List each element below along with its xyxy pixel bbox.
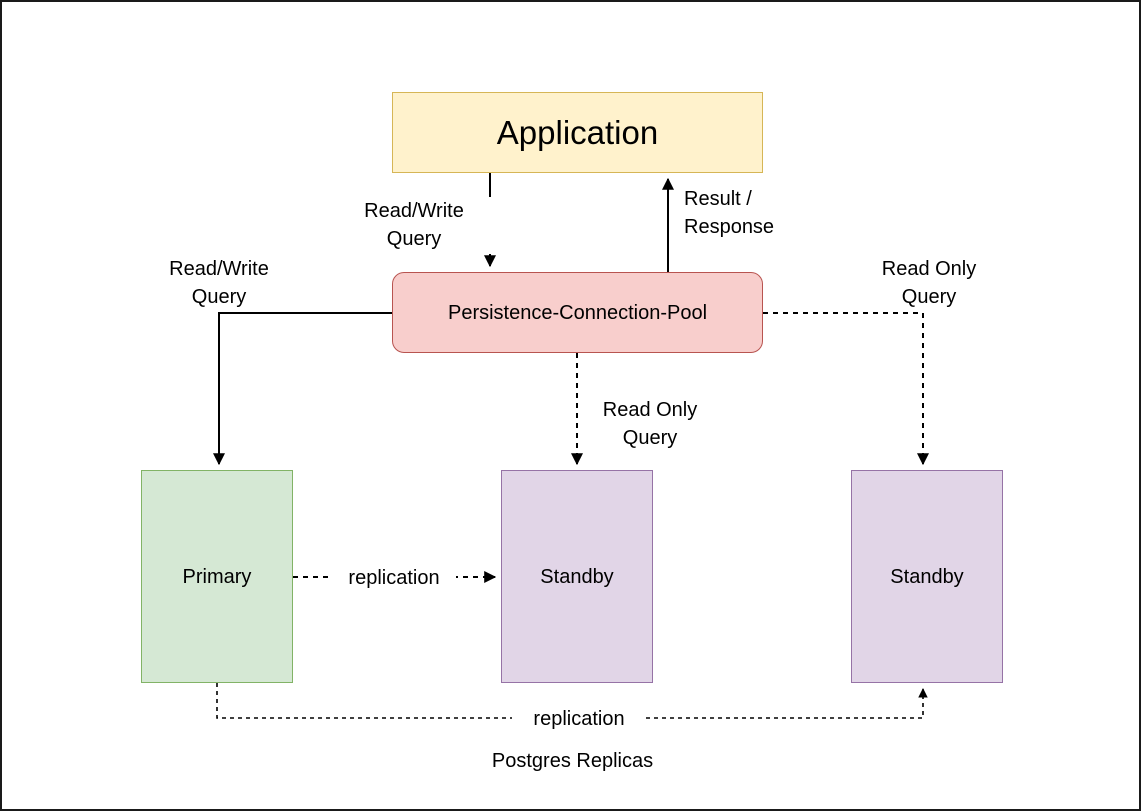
- edge-label-pool-to-primary: Read/Write Query: [132, 255, 306, 312]
- edge-label-pool-to-standby-mid: Read Only Query: [580, 396, 720, 453]
- connector-pool-to-primary: [213, 312, 392, 466]
- edge-label-pool-to-standby-right: Read Only Query: [842, 255, 1016, 312]
- node-pool-label: Persistence-Connection-Pool: [447, 301, 708, 324]
- node-standby-middle[interactable]: Standby: [501, 470, 653, 683]
- node-application-label: Application: [496, 113, 659, 151]
- edge-label-pool-to-app: Result / Response: [682, 185, 836, 242]
- node-primary-label: Primary: [182, 565, 252, 588]
- node-persistence-connection-pool[interactable]: Persistence-Connection-Pool: [392, 272, 763, 353]
- node-standby-right-label: Standby: [890, 565, 964, 588]
- connector-pool-to-standby-right: [763, 312, 929, 466]
- diagram-caption: Postgres Replicas: [491, 750, 654, 772]
- edge-label-app-to-pool: Read/Write Query: [332, 197, 496, 254]
- edge-label-replication-middle: replication: [332, 564, 456, 593]
- edge-label-replication-bottom: replication: [512, 705, 646, 734]
- node-standby-middle-label: Standby: [540, 565, 614, 588]
- node-application[interactable]: Application: [392, 92, 763, 173]
- node-primary[interactable]: Primary: [141, 470, 293, 683]
- node-standby-right[interactable]: Standby: [851, 470, 1003, 683]
